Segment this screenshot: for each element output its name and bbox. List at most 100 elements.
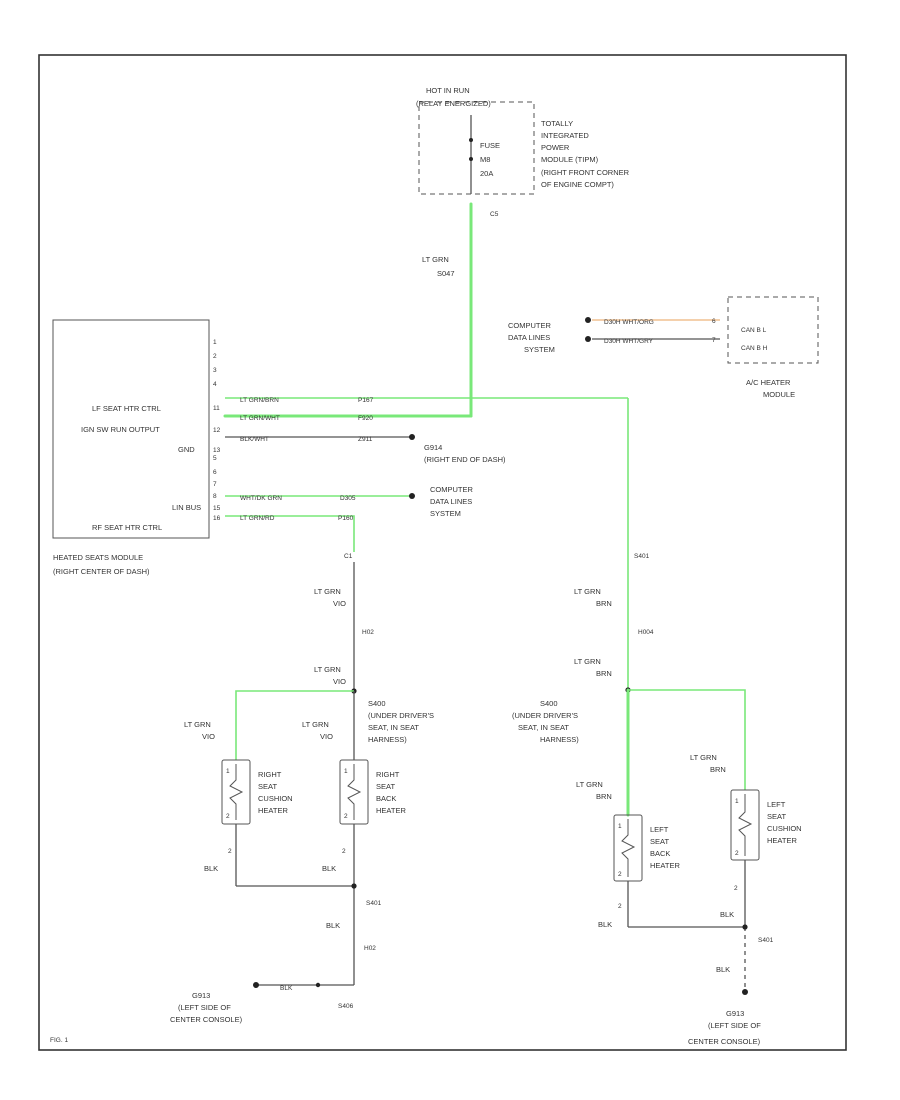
rb-cushion-wire-color: LT GRN bbox=[690, 753, 717, 762]
pin-num-13: 13 bbox=[213, 447, 221, 454]
rb-wire2-color: LT GRN bbox=[574, 657, 601, 666]
right-seat-heater-branch: C1 LT GRN VIO H02 LT GRN VIO S400 (UNDER… bbox=[170, 553, 434, 1024]
rb-wire1-color: LT GRN bbox=[574, 587, 601, 596]
g913-right-label-3: CENTER CONSOLE) bbox=[688, 1037, 761, 1046]
g914-ground-connector bbox=[409, 434, 415, 440]
rb-back-wire-color: LT GRN bbox=[576, 780, 603, 789]
can-bus-group: COMPUTER DATA LINES SYSTEM D30H WHT/ORG … bbox=[508, 296, 819, 399]
rsc-label-3: CUSHION bbox=[258, 794, 293, 803]
wire-color-lt-grn-brn: LT GRN/BRN bbox=[240, 397, 279, 404]
can-pin-6: 6 bbox=[712, 318, 716, 325]
rb-gnd-wire-label: BLK bbox=[716, 965, 730, 974]
cds-top-label-1: COMPUTER bbox=[508, 321, 552, 330]
lb-back-wire-color: LT GRN bbox=[302, 720, 329, 729]
lb-cushion-wire-color: LT GRN bbox=[184, 720, 211, 729]
wire-code-p167: P167 bbox=[358, 397, 374, 404]
lb-splice-label-1: S400 bbox=[368, 699, 386, 708]
rb-cushion-feed-wire bbox=[628, 689, 746, 790]
pin-rf-seat-htr-ctrl: RF SEAT HTR CTRL bbox=[92, 523, 162, 532]
fuse-junction-top bbox=[469, 138, 473, 142]
lsc-label-2: SEAT bbox=[767, 812, 786, 821]
module-pin-5: 5 bbox=[213, 455, 217, 462]
rsc-pin1: 1 bbox=[226, 768, 230, 775]
cds-mid-label-1: COMPUTER bbox=[430, 485, 474, 494]
rsc-pin2: 2 bbox=[226, 813, 230, 820]
lsb-gnd-pin: 2 bbox=[618, 903, 622, 910]
tipm-fuse-block: HOT IN RUN (RELAY ENERGIZED) FUSE M8 20A… bbox=[416, 86, 630, 218]
rsb-pin2: 2 bbox=[344, 813, 348, 820]
tipm-label-6: OF ENGINE COMPT) bbox=[541, 180, 614, 189]
g913-ground-right bbox=[742, 989, 748, 995]
g914-label-2: (RIGHT END OF DASH) bbox=[424, 455, 506, 464]
lb-cushion-wire-code: VIO bbox=[202, 732, 215, 741]
lb-ground-splice2-label: S406 bbox=[338, 1003, 354, 1010]
module-pin-7: 7 bbox=[213, 481, 217, 488]
tipm-label-2: INTEGRATED bbox=[541, 131, 589, 140]
lsb-pin2: 2 bbox=[618, 871, 622, 878]
rsc-label-1: RIGHT bbox=[258, 770, 282, 779]
lsb-heater-element-icon bbox=[621, 819, 636, 877]
tipm-label-4: MODULE (TIPM) bbox=[541, 155, 599, 164]
lsb-label-3: BACK bbox=[650, 849, 670, 858]
rb-gnd-splice-label: S401 bbox=[758, 937, 774, 944]
rsb-pin1: 1 bbox=[344, 768, 348, 775]
tipm-label-5: (RIGHT FRONT CORNER bbox=[541, 168, 630, 177]
lb-gnd-splice-label: S401 bbox=[366, 900, 382, 907]
rb-conn-h004: H004 bbox=[638, 629, 654, 636]
pin-num-11: 11 bbox=[213, 405, 220, 412]
tipm-label-3: POWER bbox=[541, 143, 570, 152]
lsc-gnd-wire: BLK bbox=[720, 910, 734, 919]
g913-ground-left bbox=[253, 982, 259, 988]
diagram-frame bbox=[38, 54, 847, 1051]
rsb-label-3: BACK bbox=[376, 794, 396, 803]
wire-color-lt-grn-rd: LT GRN/RD bbox=[240, 515, 275, 522]
lsc-label-1: LEFT bbox=[767, 800, 786, 809]
ac-heater-module-box bbox=[727, 296, 819, 364]
rb-splice-label-4: HARNESS) bbox=[540, 735, 579, 744]
fuse-id: M8 bbox=[480, 155, 490, 164]
rsb-gnd-wire: BLK bbox=[322, 864, 336, 873]
rsb-heater-element-icon bbox=[347, 764, 362, 820]
g913-right-label-1: G913 bbox=[726, 1009, 744, 1018]
pin-num-12: 12 bbox=[213, 427, 221, 434]
ac-module-label-2: MODULE bbox=[763, 390, 795, 399]
rsb-label-4: HEATER bbox=[376, 806, 406, 815]
lsb-label-1: LEFT bbox=[650, 825, 669, 834]
lsc-label-4: HEATER bbox=[767, 836, 797, 845]
pin-lin-bus: LIN BUS bbox=[172, 503, 201, 512]
riser-wire-color: LT GRN bbox=[422, 255, 449, 264]
can-h-wire-label: D30H WHT/ORG bbox=[604, 319, 654, 326]
rsc-gnd-pin: 2 bbox=[228, 848, 232, 855]
rb-splice-label-1: S400 bbox=[540, 699, 558, 708]
lsc-label-3: CUSHION bbox=[767, 824, 802, 833]
module-label-2: (RIGHT CENTER OF DASH) bbox=[53, 567, 150, 576]
g913-left-label-1: G913 bbox=[192, 991, 210, 1000]
can-connector-h bbox=[585, 317, 591, 323]
tipm-label-1: TOTALLY bbox=[541, 119, 573, 128]
ac-module-label-1: A/C HEATER bbox=[746, 378, 791, 387]
module-pin-1: 1 bbox=[213, 339, 217, 346]
heated-seats-module-box bbox=[52, 319, 210, 539]
riser-wire-code: S047 bbox=[437, 269, 455, 278]
heated-seats-module: 1 2 3 4 5 6 7 8 LF SEAT HTR CTRL 11 LT G… bbox=[52, 319, 628, 576]
tipm-connector-pin: C5 bbox=[490, 211, 499, 218]
cds-mid-label-3: SYSTEM bbox=[430, 509, 461, 518]
rb-gnd-splice bbox=[742, 924, 748, 930]
pin-ign-sw-run-output: IGN SW RUN OUTPUT bbox=[81, 425, 160, 434]
can-pin-7: 7 bbox=[712, 337, 716, 344]
rb-splice-label-3: SEAT, IN SEAT bbox=[518, 723, 569, 732]
lin-bus-connector bbox=[409, 493, 415, 499]
lb-gnd-splice bbox=[351, 883, 357, 889]
rsc-heater-element-icon bbox=[229, 764, 244, 820]
lb-splice-label-2: (UNDER DRIVER'S bbox=[368, 711, 434, 720]
rsc-label-2: SEAT bbox=[258, 782, 277, 791]
lb-cushion-feed-wire bbox=[235, 690, 354, 760]
rsb-label-1: RIGHT bbox=[376, 770, 400, 779]
lb-splice-label-3: SEAT, IN SEAT bbox=[368, 723, 419, 732]
rb-splice-label-2: (UNDER DRIVER'S bbox=[512, 711, 578, 720]
ac-pin-can-l: CAN B L bbox=[741, 327, 767, 334]
module-unused-pins: 1 2 3 4 5 6 7 8 bbox=[213, 339, 217, 500]
pin-gnd: GND bbox=[178, 445, 195, 454]
lb-wire2-color: LT GRN bbox=[314, 665, 341, 674]
